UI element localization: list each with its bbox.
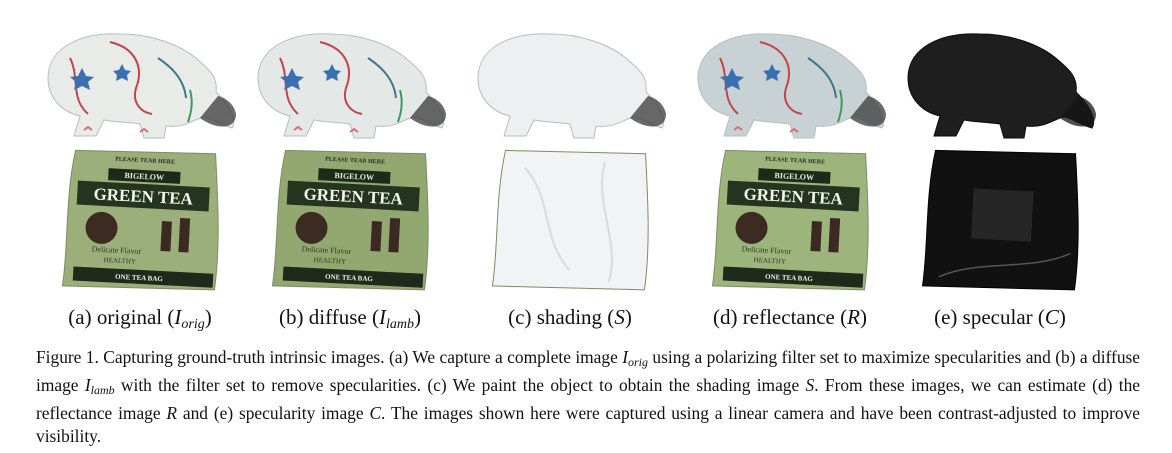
panel-shading: (c) shading (S) (470, 18, 670, 338)
package-tear-label: PLEASE TEAR HERE (765, 157, 825, 166)
panel-caption: (e) specular (C) (934, 305, 1066, 329)
package-flavor: Delicate Flavor (91, 244, 141, 256)
package-brand: BIGELOW (334, 171, 374, 182)
package-flavor: Delicate Flavor (741, 244, 791, 256)
cat-figurine (257, 33, 444, 139)
package-brand: BIGELOW (124, 171, 164, 182)
tea-package (491, 149, 649, 291)
panel-caption: (a) original (Iorig) (68, 305, 212, 332)
package-bottom-label: ONE TEA BAG (765, 273, 814, 284)
panel-caption: (c) shading (S) (508, 305, 632, 329)
figure-caption: Figure 1. Capturing ground-truth intrins… (36, 347, 1141, 446)
tea-package (921, 149, 1079, 291)
panel-image (907, 33, 1096, 291)
panel-caption: (b) diffuse (Ilamb) (279, 305, 421, 332)
panel-specular: (e) specular (C) (900, 18, 1100, 338)
cat-figurine (907, 33, 1094, 139)
package-healthy: HEALTHY (313, 256, 346, 266)
package-flavor: Delicate Flavor (301, 244, 351, 256)
cat-figurine (697, 33, 884, 139)
caption-label: Figure 1. (36, 347, 99, 367)
package-tear-label: PLEASE TEAR HERE (115, 157, 175, 166)
panel-image (477, 33, 666, 291)
panel-caption: (d) reflectance (R) (713, 305, 867, 329)
cat-figurine (47, 33, 234, 139)
package-brand: BIGELOW (774, 171, 814, 182)
cat-figurine (477, 33, 664, 139)
package-bottom-label: ONE TEA BAG (115, 273, 164, 284)
package-bottom-label: ONE TEA BAG (325, 273, 374, 284)
package-tear-label: PLEASE TEAR HERE (325, 157, 385, 166)
package-healthy: HEALTHY (103, 256, 136, 266)
package-healthy: HEALTHY (753, 256, 786, 266)
